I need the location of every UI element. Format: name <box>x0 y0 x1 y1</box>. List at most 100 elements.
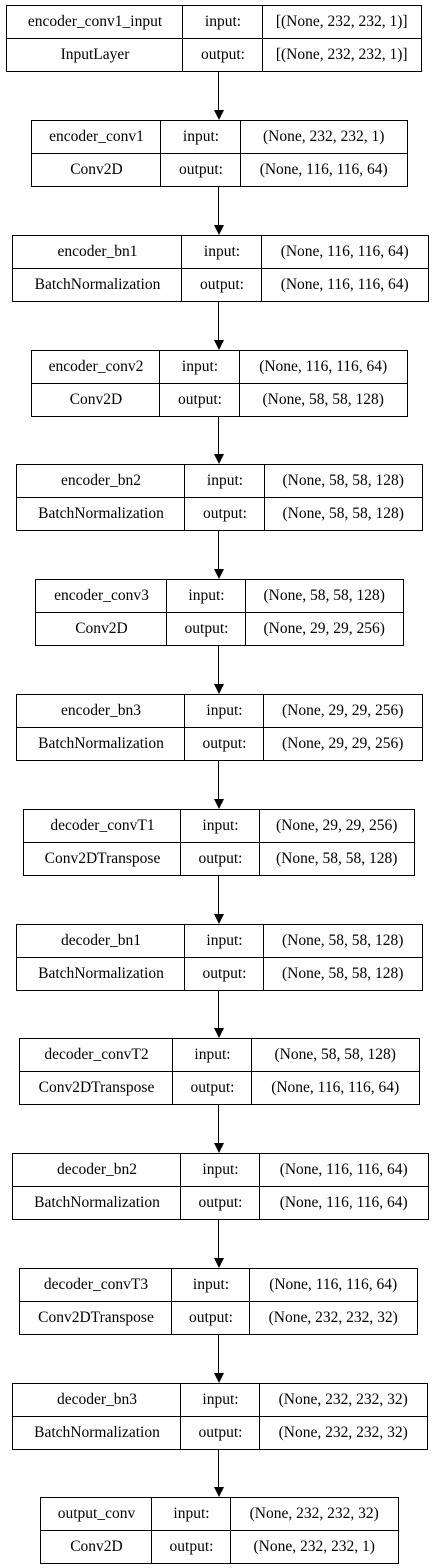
edge-arrow-line <box>218 1220 220 1258</box>
output-label: output: <box>202 964 247 982</box>
output-label: output: <box>198 1423 243 1441</box>
layer-name: decoder_bn1 <box>60 932 142 950</box>
output-label: output: <box>169 1537 214 1555</box>
edge-arrow-line <box>218 1450 220 1487</box>
arrow-head-icon <box>214 340 224 350</box>
row-divider <box>36 611 403 613</box>
layer-type: BatchNormalization <box>38 734 164 752</box>
input-shape: (None, 58, 58, 128) <box>274 1046 396 1064</box>
output-shape: (None, 116, 116, 64) <box>280 275 409 293</box>
layer-name: decoder_convT3 <box>43 1276 149 1294</box>
arrow-head-icon <box>214 225 224 235</box>
input-shape: [(None, 232, 232, 1)] <box>275 13 408 31</box>
edge-arrow-line <box>218 1105 220 1143</box>
arrow-head-icon <box>214 1258 224 1268</box>
output-label: output: <box>189 1308 233 1326</box>
output-shape: (None, 232, 232, 1) <box>253 1537 375 1555</box>
output-shape: (None, 116, 116, 64) <box>271 1078 400 1096</box>
input-label: input: <box>194 1046 231 1064</box>
arrow-head-icon <box>214 454 224 464</box>
input-label: input: <box>206 702 243 720</box>
edge-arrow-line <box>218 991 220 1028</box>
layer-name: encoder_conv1_input <box>27 13 163 31</box>
output-label: output: <box>198 849 243 867</box>
input-shape: (None, 58, 58, 128) <box>281 932 404 950</box>
output-label: output: <box>184 619 229 637</box>
arrow-head-icon <box>214 1028 224 1038</box>
edge-arrow-line <box>218 761 220 799</box>
layer-name: decoder_convT2 <box>44 1046 149 1064</box>
input-label: input: <box>203 243 241 261</box>
layer-name: encoder_bn1 <box>57 243 138 261</box>
output-shape: (None, 58, 58, 128) <box>281 964 404 982</box>
input-label: input: <box>182 128 220 146</box>
input-label: input: <box>206 472 244 490</box>
input-label: input: <box>202 1391 239 1409</box>
output-shape: (None, 58, 58, 128) <box>275 849 398 867</box>
edge-arrow-line <box>218 417 220 454</box>
layer-type: BatchNormalization <box>38 504 164 522</box>
row-divider <box>13 1415 427 1417</box>
input-label: input: <box>188 587 225 605</box>
layer-type: BatchNormalization <box>34 275 161 293</box>
row-divider <box>17 726 422 728</box>
arrow-head-icon <box>214 1373 224 1383</box>
input-shape: (None, 116, 116, 64) <box>259 358 388 376</box>
input-shape: (None, 29, 29, 256) <box>275 817 398 835</box>
row-divider <box>41 1529 398 1531</box>
input-shape: (None, 232, 232, 32) <box>249 1505 379 1523</box>
layer-name: decoder_bn3 <box>56 1391 138 1409</box>
edge-arrow-line <box>218 302 220 340</box>
layer-name: encoder_conv3 <box>54 587 149 605</box>
row-divider <box>13 1185 428 1187</box>
output-label: output: <box>179 160 223 178</box>
arrow-head-icon <box>214 110 224 120</box>
output-label: output: <box>201 45 245 63</box>
edge-arrow-line <box>218 187 220 225</box>
arrow-head-icon <box>214 799 224 809</box>
input-shape: (None, 58, 58, 128) <box>263 587 385 605</box>
input-label: input: <box>192 1276 230 1294</box>
row-divider <box>17 956 422 958</box>
input-label: input: <box>204 13 242 31</box>
edge-arrow-line <box>218 72 220 110</box>
layer-name: decoder_bn2 <box>56 1161 138 1179</box>
arrow-head-icon <box>214 1487 224 1497</box>
output-label: output: <box>178 390 222 408</box>
edge-arrow-line <box>218 531 220 569</box>
layer-type: InputLayer <box>60 45 130 63</box>
layer-type: BatchNormalization <box>34 1423 160 1441</box>
layer-type: Conv2D <box>69 390 123 408</box>
layer-type: BatchNormalization <box>38 964 164 982</box>
arrow-head-icon <box>214 1143 224 1153</box>
output-shape: (None, 116, 116, 64) <box>259 160 388 178</box>
input-shape: (None, 232, 232, 32) <box>278 1391 408 1409</box>
output-shape: (None, 232, 232, 32) <box>268 1308 398 1326</box>
output-shape: (None, 116, 116, 64) <box>279 1193 408 1211</box>
output-shape: (None, 58, 58, 128) <box>282 504 404 522</box>
row-divider <box>7 37 421 39</box>
input-shape: (None, 116, 116, 64) <box>280 243 409 261</box>
input-label: input: <box>181 358 219 376</box>
input-label: input: <box>206 932 243 950</box>
output-label: output: <box>198 1193 243 1211</box>
output-label: output: <box>202 734 247 752</box>
output-label: output: <box>200 275 244 293</box>
input-label: input: <box>202 817 239 835</box>
layer-type: Conv2D <box>70 160 123 178</box>
